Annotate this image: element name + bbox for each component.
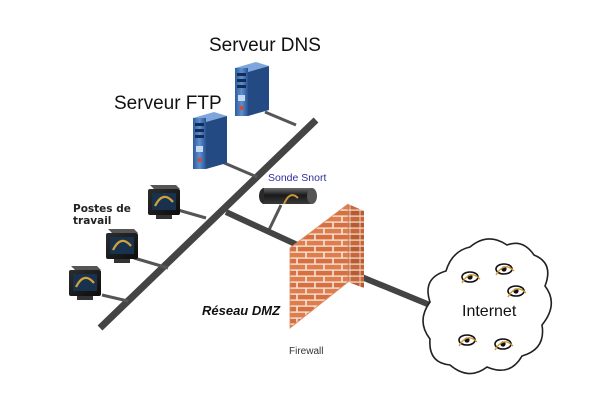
workstation-1-cable (177, 208, 207, 220)
internet-label: Internet (462, 303, 517, 320)
dmz-network-label: Réseau DMZ (202, 303, 281, 318)
workstation-2-cable (133, 256, 169, 270)
ftp-cable (221, 160, 258, 179)
firewall-wall (289, 203, 364, 329)
dns-server (235, 62, 269, 116)
workstation-2 (106, 229, 138, 263)
dns-cable (264, 110, 297, 127)
ftp-server (193, 112, 227, 169)
workstation-1 (148, 185, 180, 219)
backbone-to-firewall-cable (224, 209, 306, 251)
ftp-server-label: Serveur FTP (114, 93, 222, 114)
internet-cloud (422, 238, 553, 375)
workstations-label-line-1: Postes de (73, 203, 131, 215)
workstations-label: Postes de travail (73, 203, 131, 227)
snort-cable (266, 204, 283, 233)
workstations-label-line-2: travail (73, 215, 112, 227)
workstation-3 (69, 266, 101, 300)
snort-probe-label: Sonde Snort (268, 172, 327, 184)
firewall-label: Firewall (289, 346, 324, 357)
snort-probe (259, 188, 317, 205)
dns-server-label: Serveur DNS (209, 35, 321, 56)
backbone-cable (97, 117, 319, 331)
workstation-3-cable (101, 293, 129, 303)
